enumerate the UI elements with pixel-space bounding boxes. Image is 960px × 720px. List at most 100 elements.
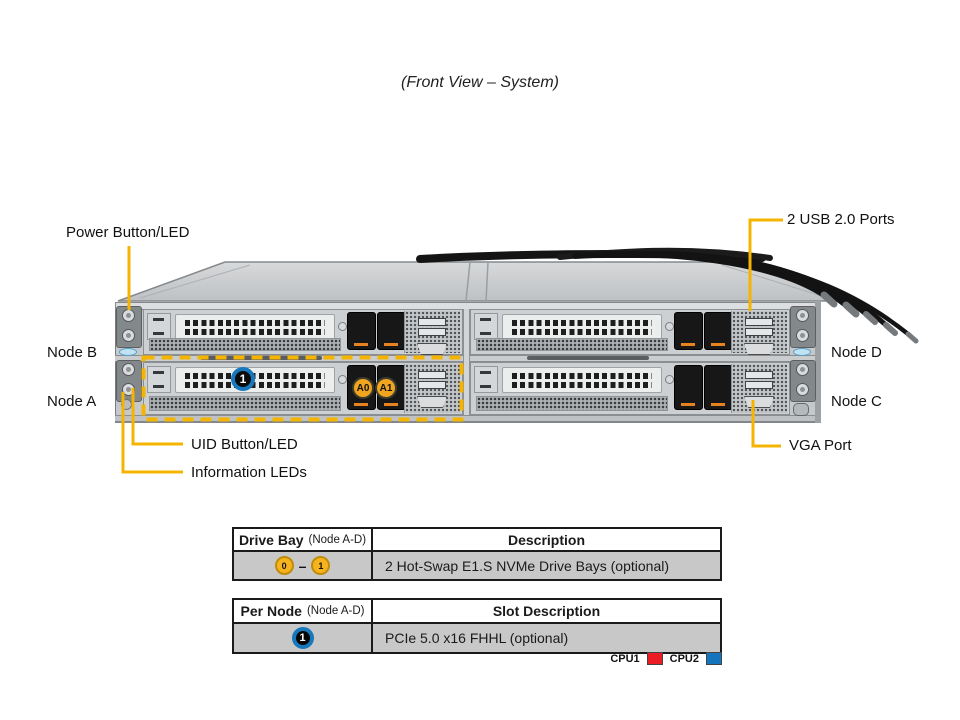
perforated-vent (149, 338, 341, 351)
pcie-slot-blank (175, 314, 335, 340)
node-c-label: Node C (831, 393, 882, 410)
chassis-center-divider (463, 309, 470, 415)
pcie-slot-blank (175, 367, 335, 393)
usb-port (745, 328, 773, 336)
cpu2-legend-label: CPU2 (669, 652, 699, 665)
drive-bay-header-cell: Drive Bay (Node A-D) (234, 529, 373, 550)
uid-button (122, 363, 135, 376)
usb-port (745, 381, 773, 389)
callout-line-usb (748, 218, 783, 311)
usb-port (418, 318, 446, 326)
usb-ports-label: 2 USB 2.0 Ports (787, 211, 895, 228)
vent-holes (512, 319, 652, 326)
cpu2-color-swatch (706, 652, 722, 665)
thumbscrew-icon (793, 403, 809, 416)
usb-port (418, 328, 446, 336)
brand-logo-oval (119, 348, 137, 356)
slot-number-cell: 1 (234, 624, 373, 652)
ear-button (796, 309, 809, 322)
perforated-vent (476, 396, 668, 411)
screw-icon (121, 399, 132, 410)
chassis-bottom-rail (115, 415, 821, 423)
figure-title: (Front View – System) (401, 74, 559, 91)
drive-bay-a0-badge: A0 (352, 377, 374, 399)
vent-holes (512, 328, 652, 335)
node-c-front-panel (470, 362, 790, 415)
drive-bay-header-sub: (Node A-D) (308, 533, 367, 546)
node-b-label: Node B (47, 344, 98, 361)
chassis-top-lid (117, 261, 851, 302)
vent-holes (512, 372, 652, 379)
perforated-vent (476, 338, 668, 351)
pcie-slot-blank (502, 314, 662, 340)
node-a-front-panel (143, 362, 463, 415)
per-node-header-title: Per Node (240, 603, 302, 619)
mounting-bracket (147, 366, 171, 393)
bay-0-badge: 0 (274, 556, 294, 575)
vga-port (417, 396, 447, 408)
ear-button (796, 383, 809, 396)
cpu1-color-swatch (646, 652, 663, 665)
description-header-cell: Description (507, 531, 585, 548)
slot-description-cell: PCIe 5.0 x16 FHHL (optional) (385, 630, 569, 646)
drive-bay-table: Drive Bay (Node A-D) Description 0 – 1 2… (232, 527, 722, 581)
vent-holes (185, 328, 325, 335)
screw-icon (665, 375, 674, 384)
ear-button (796, 363, 809, 376)
pull-handle (200, 356, 322, 360)
drive-bay-table-header: Drive Bay (Node A-D) Description (234, 529, 720, 552)
drive-bay (674, 312, 703, 350)
cpu1-legend-label: CPU1 (610, 652, 640, 665)
screw-icon (338, 375, 347, 384)
ear-button (796, 329, 809, 342)
power-button-label: Power Button/LED (66, 224, 190, 241)
pcie-slot-badge: 1 (231, 367, 255, 391)
node-d-label: Node D (831, 344, 882, 361)
per-node-table-header: Per Node (Node A-D) Slot Description (234, 600, 720, 624)
io-panel (404, 311, 460, 355)
information-led (122, 383, 135, 396)
io-panel (731, 364, 787, 413)
node-d-front-panel (470, 309, 790, 355)
per-node-slot-table: Per Node (Node A-D) Slot Description 1 P… (232, 598, 722, 654)
drive-bay-header-title: Drive Bay (238, 531, 304, 548)
usb-port (745, 371, 773, 379)
power-button (122, 309, 135, 322)
pcie-slot-blank (502, 367, 662, 393)
drive-bay (704, 312, 733, 350)
vga-port-label: VGA Port (789, 437, 852, 454)
bay-1-badge: 1 (311, 556, 331, 575)
mounting-bracket (474, 366, 498, 393)
vent-holes (185, 319, 325, 326)
drive-bay-description-cell: 2 Hot-Swap E1.S NVMe Drive Bays (optiona… (385, 557, 669, 574)
drive-bay (347, 312, 376, 350)
per-node-table-row: 1 PCIe 5.0 x16 FHHL (optional) (234, 624, 720, 652)
screw-icon (665, 322, 674, 331)
drive-bay (704, 365, 733, 410)
vent-holes (185, 381, 325, 388)
usb-port (418, 381, 446, 389)
ear-button (122, 329, 135, 342)
vent-holes (512, 381, 652, 388)
io-panel (731, 311, 787, 355)
node-b-front-panel (143, 309, 463, 355)
chassis-right-edge (815, 302, 821, 423)
drive-bay (377, 312, 406, 350)
per-node-header-sub: (Node A-D) (306, 605, 365, 617)
perforated-vent (149, 396, 341, 411)
drive-bay (674, 365, 703, 410)
vga-port (744, 396, 774, 408)
cpu-legend: CPU1 CPU2 (610, 652, 722, 665)
pull-handle (527, 356, 649, 360)
uid-button-label: UID Button/LED (191, 436, 298, 453)
vga-port (417, 343, 447, 355)
node-a-label: Node A (47, 393, 97, 410)
drive-bay-range-cell: 0 – 1 (234, 552, 373, 579)
screw-icon (338, 322, 347, 331)
io-panel (404, 364, 460, 413)
slot-1-badge: 1 (291, 627, 314, 649)
usb-port (418, 371, 446, 379)
drive-bay-table-row: 0 – 1 2 Hot-Swap E1.S NVMe Drive Bays (o… (234, 552, 720, 579)
drive-bay-a1-badge: A1 (375, 377, 397, 399)
